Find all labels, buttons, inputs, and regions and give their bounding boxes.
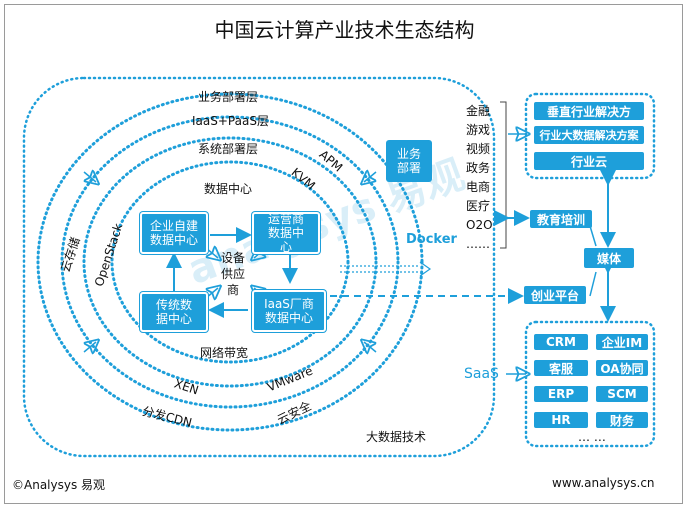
saas-item: ERP bbox=[534, 386, 588, 402]
layer-system: 系统部署层 bbox=[198, 142, 259, 156]
footer-copyright: ©Analysys 易观 bbox=[12, 478, 106, 492]
industry-item: 游戏 bbox=[466, 123, 491, 137]
saas-item: OA协同 bbox=[596, 360, 648, 376]
ring-iaas-paas bbox=[60, 115, 400, 409]
layer-bigdata: 大数据技术 bbox=[366, 430, 427, 444]
media: 媒体 bbox=[584, 248, 634, 268]
saas-more: … … bbox=[578, 430, 606, 444]
industry-item: 电商 bbox=[466, 180, 491, 194]
saas-item: CRM bbox=[534, 334, 588, 350]
label-docker: Docker bbox=[406, 232, 457, 247]
layer-iaas-paas: IaaS+PaaS层 bbox=[192, 114, 269, 128]
startup-platform: 创业平台 bbox=[524, 286, 586, 304]
box-traditional-datacenter: 传统数据中心 bbox=[140, 292, 208, 332]
box-equipment: 设备供应商 bbox=[220, 251, 245, 297]
outer-dotted-frame bbox=[22, 76, 496, 458]
box-enterprise-datacenter: 企业自建数据中心 bbox=[140, 212, 208, 254]
saas-item: 客服 bbox=[534, 360, 588, 376]
industry-item: 政务 bbox=[466, 161, 491, 175]
industry-bigdata-solution: 行业大数据解决方案 bbox=[534, 126, 644, 144]
saas-item: SCM bbox=[596, 386, 648, 402]
industry-item: 医疗 bbox=[466, 199, 491, 213]
industry-item: …… bbox=[466, 237, 490, 251]
box-business-deploy: 业务部署 bbox=[386, 140, 432, 182]
industry-item: 视频 bbox=[466, 142, 491, 156]
right-top-box bbox=[524, 92, 656, 180]
saas-box bbox=[524, 320, 656, 448]
industry-cloud: 行业云 bbox=[534, 152, 644, 170]
ring-business bbox=[36, 92, 424, 432]
ring-system bbox=[82, 136, 378, 388]
industry-item: O2O bbox=[466, 218, 493, 232]
ring-datacenter bbox=[110, 160, 350, 364]
saas-label: SaaS bbox=[464, 366, 499, 382]
industry-item: 金融 bbox=[466, 104, 491, 118]
saas-item: 企业IM bbox=[596, 334, 648, 350]
box-iaas-vendor-datacenter: IaaS厂商数据中心 bbox=[252, 290, 326, 332]
saas-item: HR bbox=[534, 412, 588, 428]
box-operator-datacenter: 运营商数据中心 bbox=[252, 212, 320, 254]
layer-business: 业务部署层 bbox=[198, 90, 259, 104]
education-training: 教育培训 bbox=[530, 210, 592, 228]
page-title: 中国云计算产业技术生态结构 bbox=[214, 18, 475, 42]
footer-website: www.analysys.cn bbox=[552, 476, 655, 490]
layer-datacenter: 数据中心 bbox=[204, 182, 253, 196]
layer-network: 网络带宽 bbox=[200, 346, 249, 360]
industries-list: 金融 游戏 视频 政务 电商 医疗 O2O …… bbox=[466, 102, 493, 254]
saas-item: 财务 bbox=[596, 412, 648, 428]
vertical-solution: 垂直行业解决方 bbox=[534, 102, 644, 120]
